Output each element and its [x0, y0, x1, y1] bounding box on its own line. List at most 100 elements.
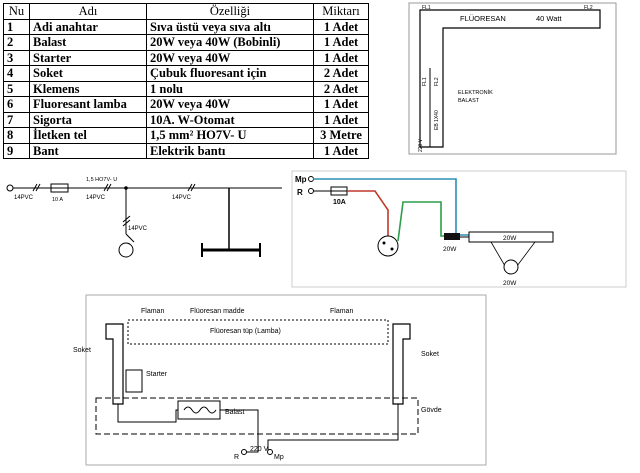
cell-spec: Sıva üstü veya sıva altı [146, 18, 314, 35]
cell-qty: 1 Adet [313, 96, 369, 113]
wd-mp: Mp [274, 454, 284, 461]
cell-nu: 1 [3, 18, 30, 35]
cell-name: Soket [29, 65, 147, 82]
sl-wire4: 14PVC [172, 195, 192, 201]
cell-name: Bant [29, 142, 147, 159]
cell-spec: 10A. W-Otomat [146, 111, 314, 128]
plan-elec-line2: BALAST [458, 98, 480, 104]
cc-ballast-label: 20W [443, 246, 457, 253]
cc-lamp [468, 231, 554, 243]
wd-flaman-right: Flaman [330, 308, 353, 315]
cell-qty: 2 Adet [313, 80, 369, 97]
cc-phase-wire [347, 190, 389, 236]
cell-nu: 6 [3, 96, 30, 113]
cell-name: Adi anahtar [29, 18, 147, 35]
sl-source-terminal [6, 184, 14, 192]
wd-tube [127, 319, 389, 345]
cell-nu: 3 [3, 49, 30, 66]
wd-right-socket [392, 323, 411, 405]
cell-qty: 2 Adet [313, 65, 369, 82]
plan-frame [408, 2, 617, 155]
cell-spec: 20W veya 40W [146, 96, 314, 113]
plan-fl1: FL1 [422, 5, 431, 11]
cc-r: R [297, 188, 303, 197]
cell-qty: 1 Adet [313, 111, 369, 128]
sl-wire2: 14PVC [86, 195, 106, 201]
wd-balast-label: Balast [225, 409, 245, 416]
sl-switch [118, 242, 134, 258]
plan-voltage: 220 V [418, 138, 424, 152]
header-qty: Miktarı [313, 3, 369, 20]
plan-fl2-vertical: FL2 [434, 77, 440, 86]
cell-name: Klemens [29, 80, 147, 97]
wd-starter [125, 369, 143, 393]
wd-r: R [234, 454, 239, 461]
cell-spec: 20W veya 40W [146, 49, 314, 66]
cc-mp: Mp [295, 175, 307, 184]
cell-qty: 1 Adet [313, 142, 369, 159]
single-line-diagram: 14PVC 10 A 1,5 HO7V- U 14PVC 14PVC 14PVC [6, 177, 282, 258]
wd-voltage: 220 V [250, 446, 269, 453]
cc-starter [503, 259, 519, 275]
cell-qty: 1 Adet [313, 34, 369, 51]
wd-flaman-left: Flaman [141, 308, 164, 315]
cell-qty: 1 Adet [313, 49, 369, 66]
wd-body [95, 397, 419, 435]
cell-qty: 1 Adet [313, 18, 369, 35]
plan-elec-line1: ELEKTRONİK [458, 89, 493, 96]
cell-nu: 2 [3, 34, 30, 51]
cell-nu: 5 [3, 80, 30, 97]
cell-name: İletken tel [29, 127, 147, 144]
cell-nu: 8 [3, 127, 30, 144]
cell-spec: Çubuk fluoresant için [146, 65, 314, 82]
wd-soket-left: Soket [73, 347, 91, 354]
cell-name: Starter [29, 49, 147, 66]
plan-diagram: FL1 FL2 FLÜORESAN 40 Watt FL1 FL2 EB 1X4… [408, 2, 617, 155]
cell-name: Sigorta [29, 111, 147, 128]
cell-name: Fluoresant lamba [29, 96, 147, 113]
plan-fl1-vertical: FL1 [422, 77, 428, 86]
plan-fixture-outline [419, 9, 601, 148]
cell-nu: 7 [3, 111, 30, 128]
wiring-diagram: Flaman Flüoresan madde Flaman Flüoresan … [73, 294, 487, 466]
plan-ballast-vertical: EB 1X40 [434, 110, 440, 130]
sl-wire3: 14PVC [128, 226, 148, 232]
sl-wire1: 14PVC [14, 195, 34, 201]
cell-spec: 1,5 mm² HO7V- U [146, 127, 314, 144]
table-header-row: Nu Adı Özelliği Miktarı [3, 3, 369, 20]
wd-govde: Gövde [421, 407, 442, 414]
wd-fluor-madde: Flüoresan madde [190, 308, 245, 315]
wd-starter-label: Starter [146, 371, 168, 378]
cell-qty: 3 Metre [313, 127, 369, 144]
cc-fuse-label: 10A [333, 199, 346, 206]
sl-cable: 1,5 HO7V- U [86, 177, 117, 183]
cell-nu: 4 [3, 65, 30, 82]
plan-fl2: FL2 [584, 5, 593, 11]
wd-tube-label: Flüoresan tüp (Lamba) [210, 328, 281, 335]
cc-switch [377, 235, 399, 257]
sl-switch-arm [125, 233, 135, 243]
sl-fuse-label: 10 A [52, 197, 63, 203]
plan-lamp-label: FLÜORESAN [460, 14, 506, 23]
wd-left-socket [105, 323, 124, 405]
cell-spec: Elektrik bantı [146, 142, 314, 159]
cc-switch-leg [397, 201, 444, 242]
header-name: Adı [29, 3, 147, 20]
cc-starter-label: 20W [503, 280, 517, 287]
color-circuit-diagram: Mp R 10A 20W 20W 20W [291, 170, 627, 288]
cell-spec: 1 nolu [146, 80, 314, 97]
header-nu: Nu [3, 3, 30, 20]
header-spec: Özelliği [146, 3, 314, 20]
cell-spec: 20W veya 40W (Bobinli) [146, 34, 314, 51]
cell-nu: 9 [3, 142, 30, 159]
